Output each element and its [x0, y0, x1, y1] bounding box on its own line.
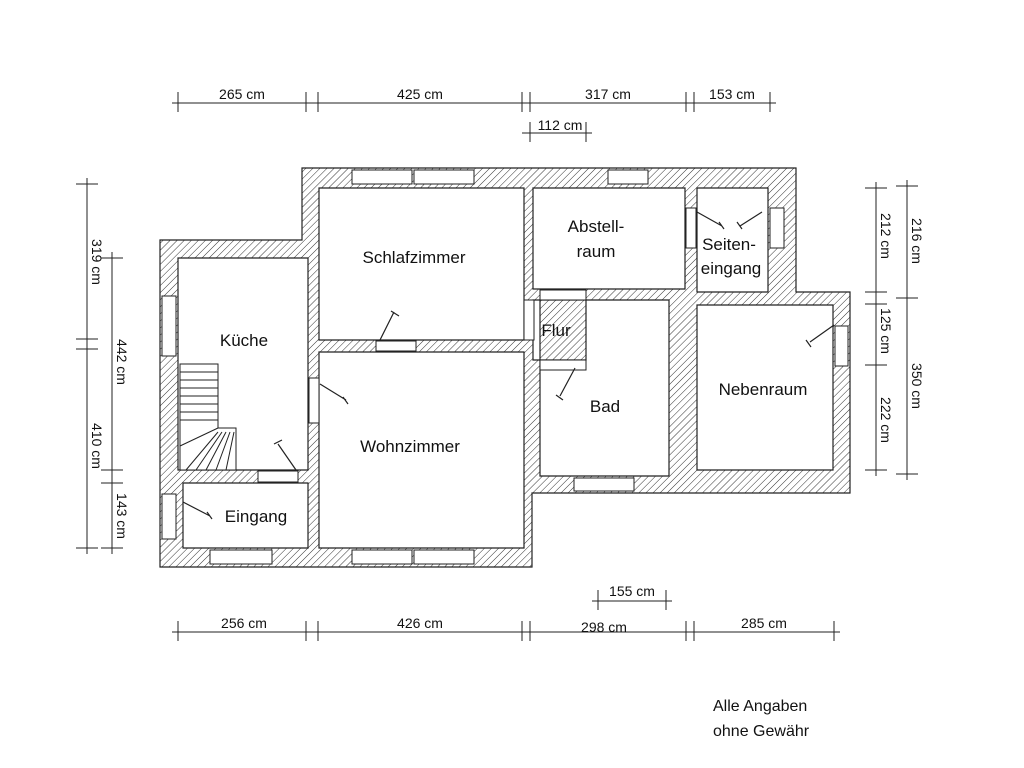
dimension-chain-top: 265 cm 425 cm 317 cm 153 cm 112 cm: [172, 86, 776, 142]
windows: [161, 169, 849, 565]
dim-top-2: 425 cm: [397, 86, 443, 102]
room-label-flur: Flur: [541, 321, 571, 340]
dim-top-inner: 112 cm: [538, 117, 583, 133]
window: [539, 289, 587, 301]
dim-bottom-4: 285 cm: [741, 615, 787, 631]
dimension-chain-right: 212 cm 125 cm 222 cm 216 cm 350 cm: [865, 180, 925, 480]
room-label-abstellraum-line2: raum: [577, 242, 616, 261]
dim-bottom-1: 256 cm: [221, 615, 267, 631]
doors: [182, 211, 835, 520]
room-label-seiteneingang-line1: Seiten-: [702, 235, 756, 254]
note-line-2: ohne Gewähr: [713, 723, 810, 740]
note-line-1: Alle Angaben: [713, 698, 807, 715]
dim-bottom-2: 426 cm: [397, 615, 443, 631]
door-handle: [182, 501, 213, 520]
window: [834, 325, 849, 367]
dim-left-inner-2: 143 cm: [114, 493, 130, 539]
window: [539, 359, 587, 371]
dim-top-3: 317 cm: [585, 86, 631, 102]
dim-top-1: 265 cm: [219, 86, 265, 102]
room-label-nebenraum: Nebenraum: [719, 380, 808, 399]
window: [351, 549, 413, 565]
window: [161, 295, 177, 357]
room-label-wohnzimmer: Wohnzimmer: [360, 437, 460, 456]
door-handle: [805, 324, 835, 348]
door-opening: [257, 470, 299, 483]
dim-right-inner-1: 212 cm: [878, 213, 894, 259]
dimension-chain-bottom: 155 cm 256 cm 426 cm 298 cm 285 cm: [172, 583, 840, 641]
room-label-bad: Bad: [590, 397, 620, 416]
window: [523, 299, 535, 341]
door-handle: [555, 367, 576, 401]
window: [769, 207, 785, 249]
dim-top-4: 153 cm: [709, 86, 755, 102]
dim-left-outer-1: 319 cm: [89, 239, 105, 285]
window: [351, 169, 413, 185]
dim-bottom-3: 298 cm: [581, 619, 627, 635]
staircase: [179, 363, 237, 471]
door-handle: [273, 439, 297, 471]
window: [209, 549, 273, 565]
dim-right-outer-1: 216 cm: [909, 218, 925, 264]
room-label-seiteneingang-line2: eingang: [701, 259, 762, 278]
dim-left-outer-2: 410 cm: [89, 423, 105, 469]
disclaimer-note: Alle Angaben ohne Gewähr: [713, 698, 810, 740]
door-handle: [379, 310, 400, 341]
window: [161, 493, 177, 540]
window: [413, 549, 475, 565]
door-handle: [736, 211, 763, 230]
dim-left-inner-1: 442 cm: [114, 339, 130, 385]
dim-right-outer-2: 350 cm: [909, 363, 925, 409]
window: [573, 477, 635, 492]
dim-bottom-inner: 155 cm: [609, 583, 655, 599]
dim-right-inner-3: 222 cm: [878, 397, 894, 443]
window: [607, 169, 649, 185]
dim-right-inner-2: 125 cm: [878, 308, 894, 354]
door-handle: [319, 383, 349, 405]
window: [685, 207, 697, 249]
room-label-eingang: Eingang: [225, 507, 287, 526]
door-handle: [696, 211, 725, 230]
door-opening: [375, 340, 417, 352]
window: [413, 169, 475, 185]
door-opening: [308, 377, 320, 424]
dimension-chain-left: 319 cm 410 cm 442 cm 143 cm: [76, 178, 130, 554]
room-label-kueche: Küche: [220, 331, 268, 350]
room-label-schlafzimmer: Schlafzimmer: [363, 248, 466, 267]
room-label-abstellraum-line1: Abstell-: [568, 217, 625, 236]
room-labels: Schlafzimmer Abstell- raum Seiten- einga…: [220, 217, 808, 526]
